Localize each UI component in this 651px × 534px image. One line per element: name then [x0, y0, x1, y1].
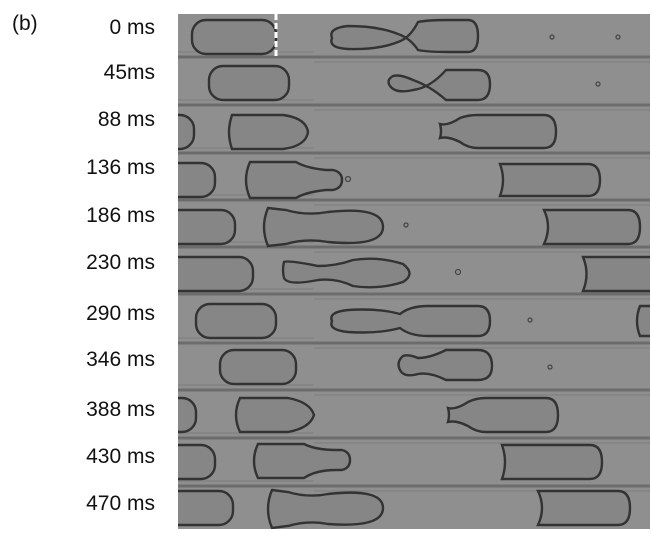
time-label-0: 0 ms — [109, 16, 155, 39]
bubble — [595, 81, 601, 87]
time-label-8: 388 ms — [86, 398, 155, 421]
droplet — [218, 348, 298, 386]
droplet — [244, 160, 344, 200]
droplet — [387, 68, 492, 102]
tiny-bubbles — [344, 34, 621, 370]
droplet — [178, 161, 217, 199]
droplet — [330, 18, 480, 54]
time-label-10: 470 ms — [86, 492, 155, 515]
droplet — [178, 113, 196, 151]
time-label-5: 230 ms — [86, 251, 155, 274]
droplet — [635, 304, 650, 338]
droplet — [330, 304, 492, 338]
bubble — [454, 268, 462, 276]
droplet — [178, 396, 198, 434]
droplet — [542, 208, 642, 246]
droplet — [281, 257, 411, 289]
time-label-9: 430 ms — [86, 445, 155, 468]
time-label-3: 136 ms — [86, 156, 155, 179]
droplet — [500, 443, 604, 481]
droplet — [207, 64, 291, 102]
time-label-2: 88 ms — [97, 108, 155, 131]
droplet — [536, 489, 632, 527]
droplet — [194, 302, 278, 340]
time-label-7: 346 ms — [86, 348, 155, 371]
droplet — [178, 443, 217, 481]
droplet — [178, 489, 235, 527]
bubble — [547, 364, 553, 370]
time-label-4: 186 ms — [86, 204, 155, 227]
droplet — [262, 206, 385, 248]
bubble — [344, 175, 352, 183]
droplet — [581, 255, 650, 293]
channel-walls — [178, 55, 650, 488]
channel-frames — [178, 14, 650, 529]
droplet — [190, 18, 278, 56]
droplet — [498, 162, 602, 198]
droplet — [178, 255, 255, 293]
droplet — [252, 442, 352, 480]
bubble — [615, 34, 621, 40]
panel-label: (b) — [12, 12, 38, 35]
droplet — [446, 396, 560, 434]
droplet — [234, 396, 316, 434]
droplet — [438, 113, 558, 150]
bubble — [403, 222, 409, 228]
time-label-6: 290 ms — [86, 302, 155, 325]
droplet — [266, 488, 385, 529]
droplet — [178, 208, 237, 246]
droplet — [397, 348, 494, 382]
bubble — [549, 34, 555, 40]
time-label-1: 45ms — [103, 61, 155, 84]
droplet-micrograph-sequence — [178, 14, 650, 529]
droplets — [178, 18, 650, 529]
bubble — [527, 317, 533, 323]
droplet — [227, 113, 310, 151]
